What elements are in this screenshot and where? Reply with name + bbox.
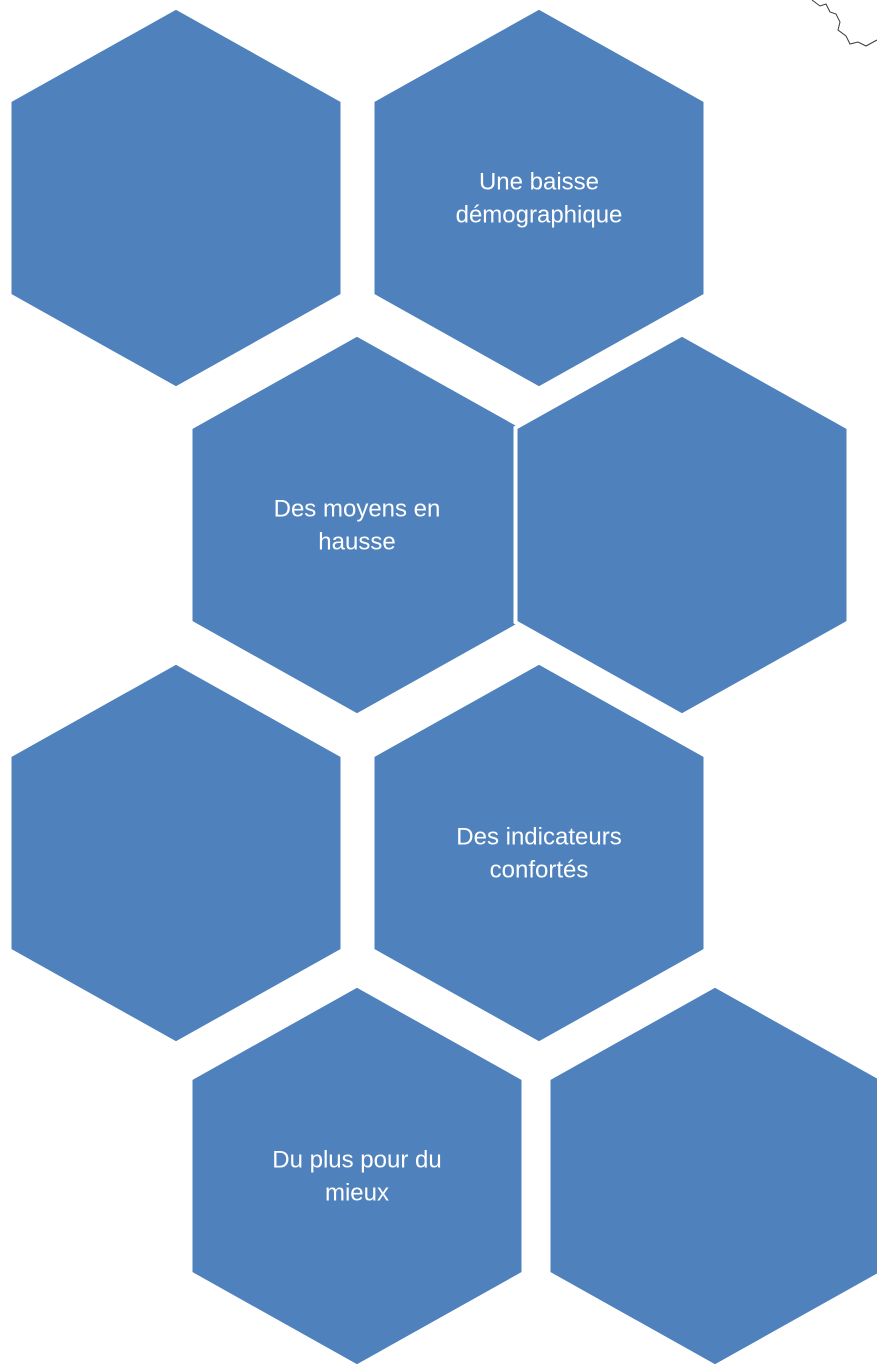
hexagon-label-line: Une baisse [479, 169, 599, 196]
hexagon-2: Une baisse démographique [370, 5, 708, 391]
hexagon-shape [188, 332, 526, 718]
hexagon-shape [7, 660, 345, 1046]
hexagon-label-line: démographique [456, 202, 623, 229]
hexagon-7: Du plus pour du mieux [188, 983, 526, 1367]
hexagon-shape [370, 5, 708, 391]
hexagon-6: Des indicateurs confortés [370, 660, 708, 1046]
hexagon-label-line: Des moyens en [274, 496, 441, 523]
hexagon-4 [513, 332, 851, 718]
hexagon-label-line: Des indicateurs [456, 824, 621, 851]
hexagon-shape [546, 983, 877, 1367]
hexagon-3: Des moyens en hausse [188, 332, 526, 718]
hexagon-8 [546, 983, 877, 1367]
corner-map-fragment [811, 0, 877, 47]
hexagon-shape [188, 983, 526, 1367]
hexagon-shape [370, 660, 708, 1046]
hexagon-shape [513, 332, 851, 718]
hexagon-label-line: Du plus pour du [272, 1147, 441, 1174]
hexagon-5 [7, 660, 345, 1046]
hexagon-label-line: confortés [490, 857, 589, 884]
hexagon-label-line: hausse [318, 529, 395, 556]
hexagon-1 [7, 5, 345, 391]
hexagon-label-line: mieux [325, 1180, 389, 1207]
hexagon-shape [7, 5, 345, 391]
